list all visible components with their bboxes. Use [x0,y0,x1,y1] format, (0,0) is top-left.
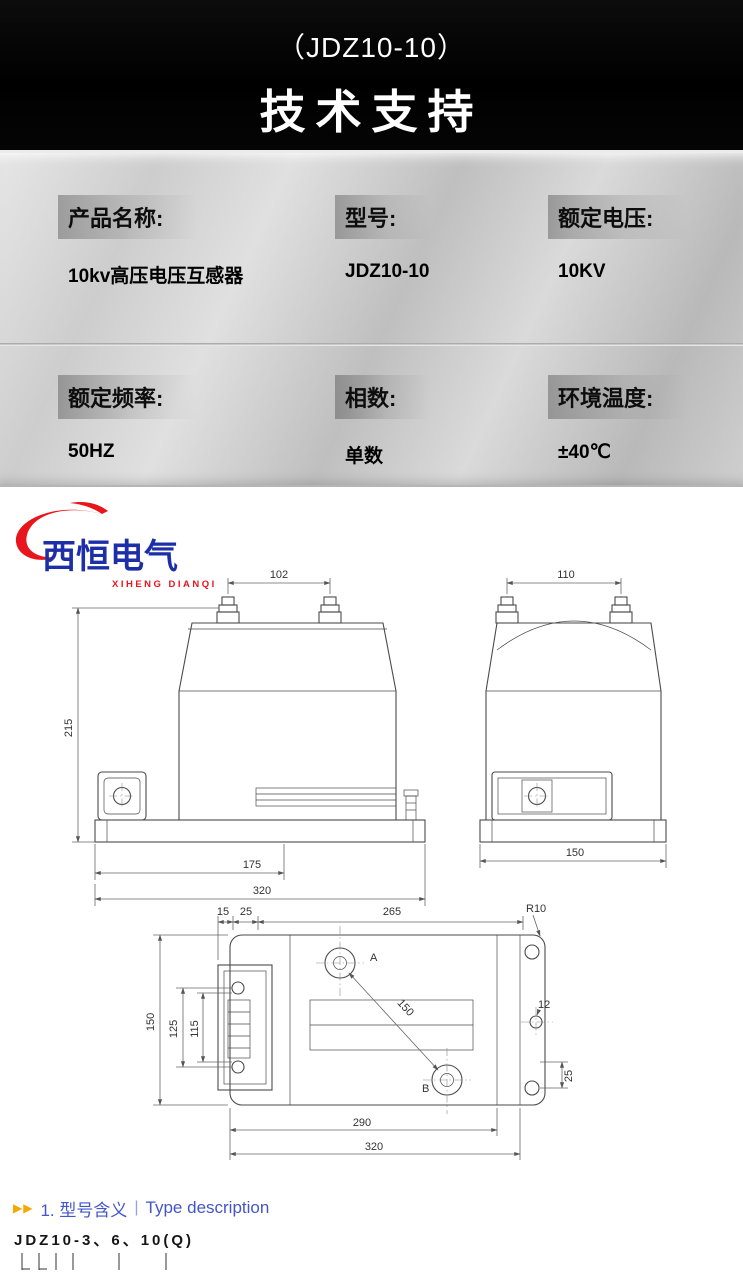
spec-model: 型号: JDZ10-10 [335,195,558,313]
type-code: JDZ10-3、6、10(Q) [14,1232,195,1249]
spec-panel: 产品名称: 10kv高压电压互感器 型号: JDZ10-10 额定电压: 10K… [0,150,743,487]
dim-front-base-width: 320 [253,885,271,897]
logo-swoosh-tip-icon [70,501,108,514]
section-heading: ▶▶ 1. 型号含义 | Type description [0,1191,743,1225]
spec-product-name: 产品名称: 10kv高压电压互感器 [58,195,345,313]
dim-plan-diagonal: 150 [395,997,416,1019]
spec-value-rated-frequency: 50HZ [68,441,115,462]
section-arrow-icon: ▶▶ [13,1201,34,1215]
brand-name-en: XIHENG DIANQI [112,579,217,590]
spec-value-ambient-temperature: ±40℃ [558,442,611,463]
spec-ambient-temperature: 环境温度: ±40℃ [548,375,743,493]
dim-front-foot-span: 175 [243,859,261,871]
spec-divider [0,343,743,346]
dim-plan-290: 290 [353,1117,371,1129]
spec-label-model: 型号: [335,195,431,239]
plan-view: A B 150 [145,903,575,1160]
dim-side-top-width: 110 [557,569,575,581]
drawing-canvas: 西恒电气 XIHENG DIANQI [15,501,667,1160]
section-heading-en: Type description [145,1198,270,1217]
dim-plan-12: 12 [538,999,550,1011]
dim-plan-115: 115 [189,1020,201,1038]
dim-plan-25-right: 25 [563,1070,575,1082]
brand-name: 西恒电气 [42,538,178,576]
spec-value-phase: 单数 [345,446,384,467]
hero-banner: （JDZ10-10） 技术支持 [0,0,743,150]
dim-plan-125: 125 [168,1020,180,1038]
section-heading-separator: | [134,1199,139,1216]
spec-label-rated-voltage: 额定电压: [548,195,688,239]
spec-row-1: 产品名称: 10kv高压电压互感器 型号: JDZ10-10 额定电压: 10K… [0,195,743,313]
terminal-a-label: A [370,952,378,964]
front-view: 102 215 175 320 [63,569,426,906]
spec-value-product-name: 10kv高压电压互感器 [68,266,244,287]
dim-plan-320: 320 [365,1141,383,1153]
type-designation-block: JDZ10-3、6、10(Q) [0,1225,743,1273]
dim-front-top-width: 102 [270,569,288,581]
spec-rated-frequency: 额定频率: 50HZ [58,375,345,493]
spec-value-model: JDZ10-10 [345,261,430,282]
spec-label-product-name: 产品名称: [58,195,198,239]
spec-row-2: 额定频率: 50HZ 相数: 单数 环境温度: ±40℃ [0,375,743,493]
logo-swoosh-icon [15,509,102,560]
spec-phase: 相数: 单数 [335,375,558,493]
dim-side-base-width: 150 [566,847,584,859]
side-view: 110 150 [479,569,667,868]
dim-front-height: 215 [63,719,75,737]
spec-label-ambient-temperature: 环境温度: [548,375,688,419]
model-code: （JDZ10-10） [277,32,466,63]
spec-label-rated-frequency: 额定频率: [58,375,198,419]
dim-plan-15: 15 [217,906,229,918]
terminal-b-label: B [422,1083,429,1095]
section-heading-zh: 1. 型号含义 [40,1200,128,1220]
dim-plan-150-left: 150 [145,1013,157,1031]
dim-plan-r10: R10 [526,903,546,915]
brand-logo: 西恒电气 XIHENG DIANQI [15,501,217,590]
spec-rated-voltage: 额定电压: 10KV [548,195,743,313]
page-title: 技术支持 [259,86,484,138]
dim-plan-25-top: 25 [240,906,252,918]
dim-plan-265: 265 [383,906,401,918]
type-code-leader-lines [21,1253,167,1270]
spec-label-phase: 相数: [335,375,431,419]
spec-value-rated-voltage: 10KV [558,261,606,282]
technical-drawings: 西恒电气 XIHENG DIANQI [0,487,743,1191]
